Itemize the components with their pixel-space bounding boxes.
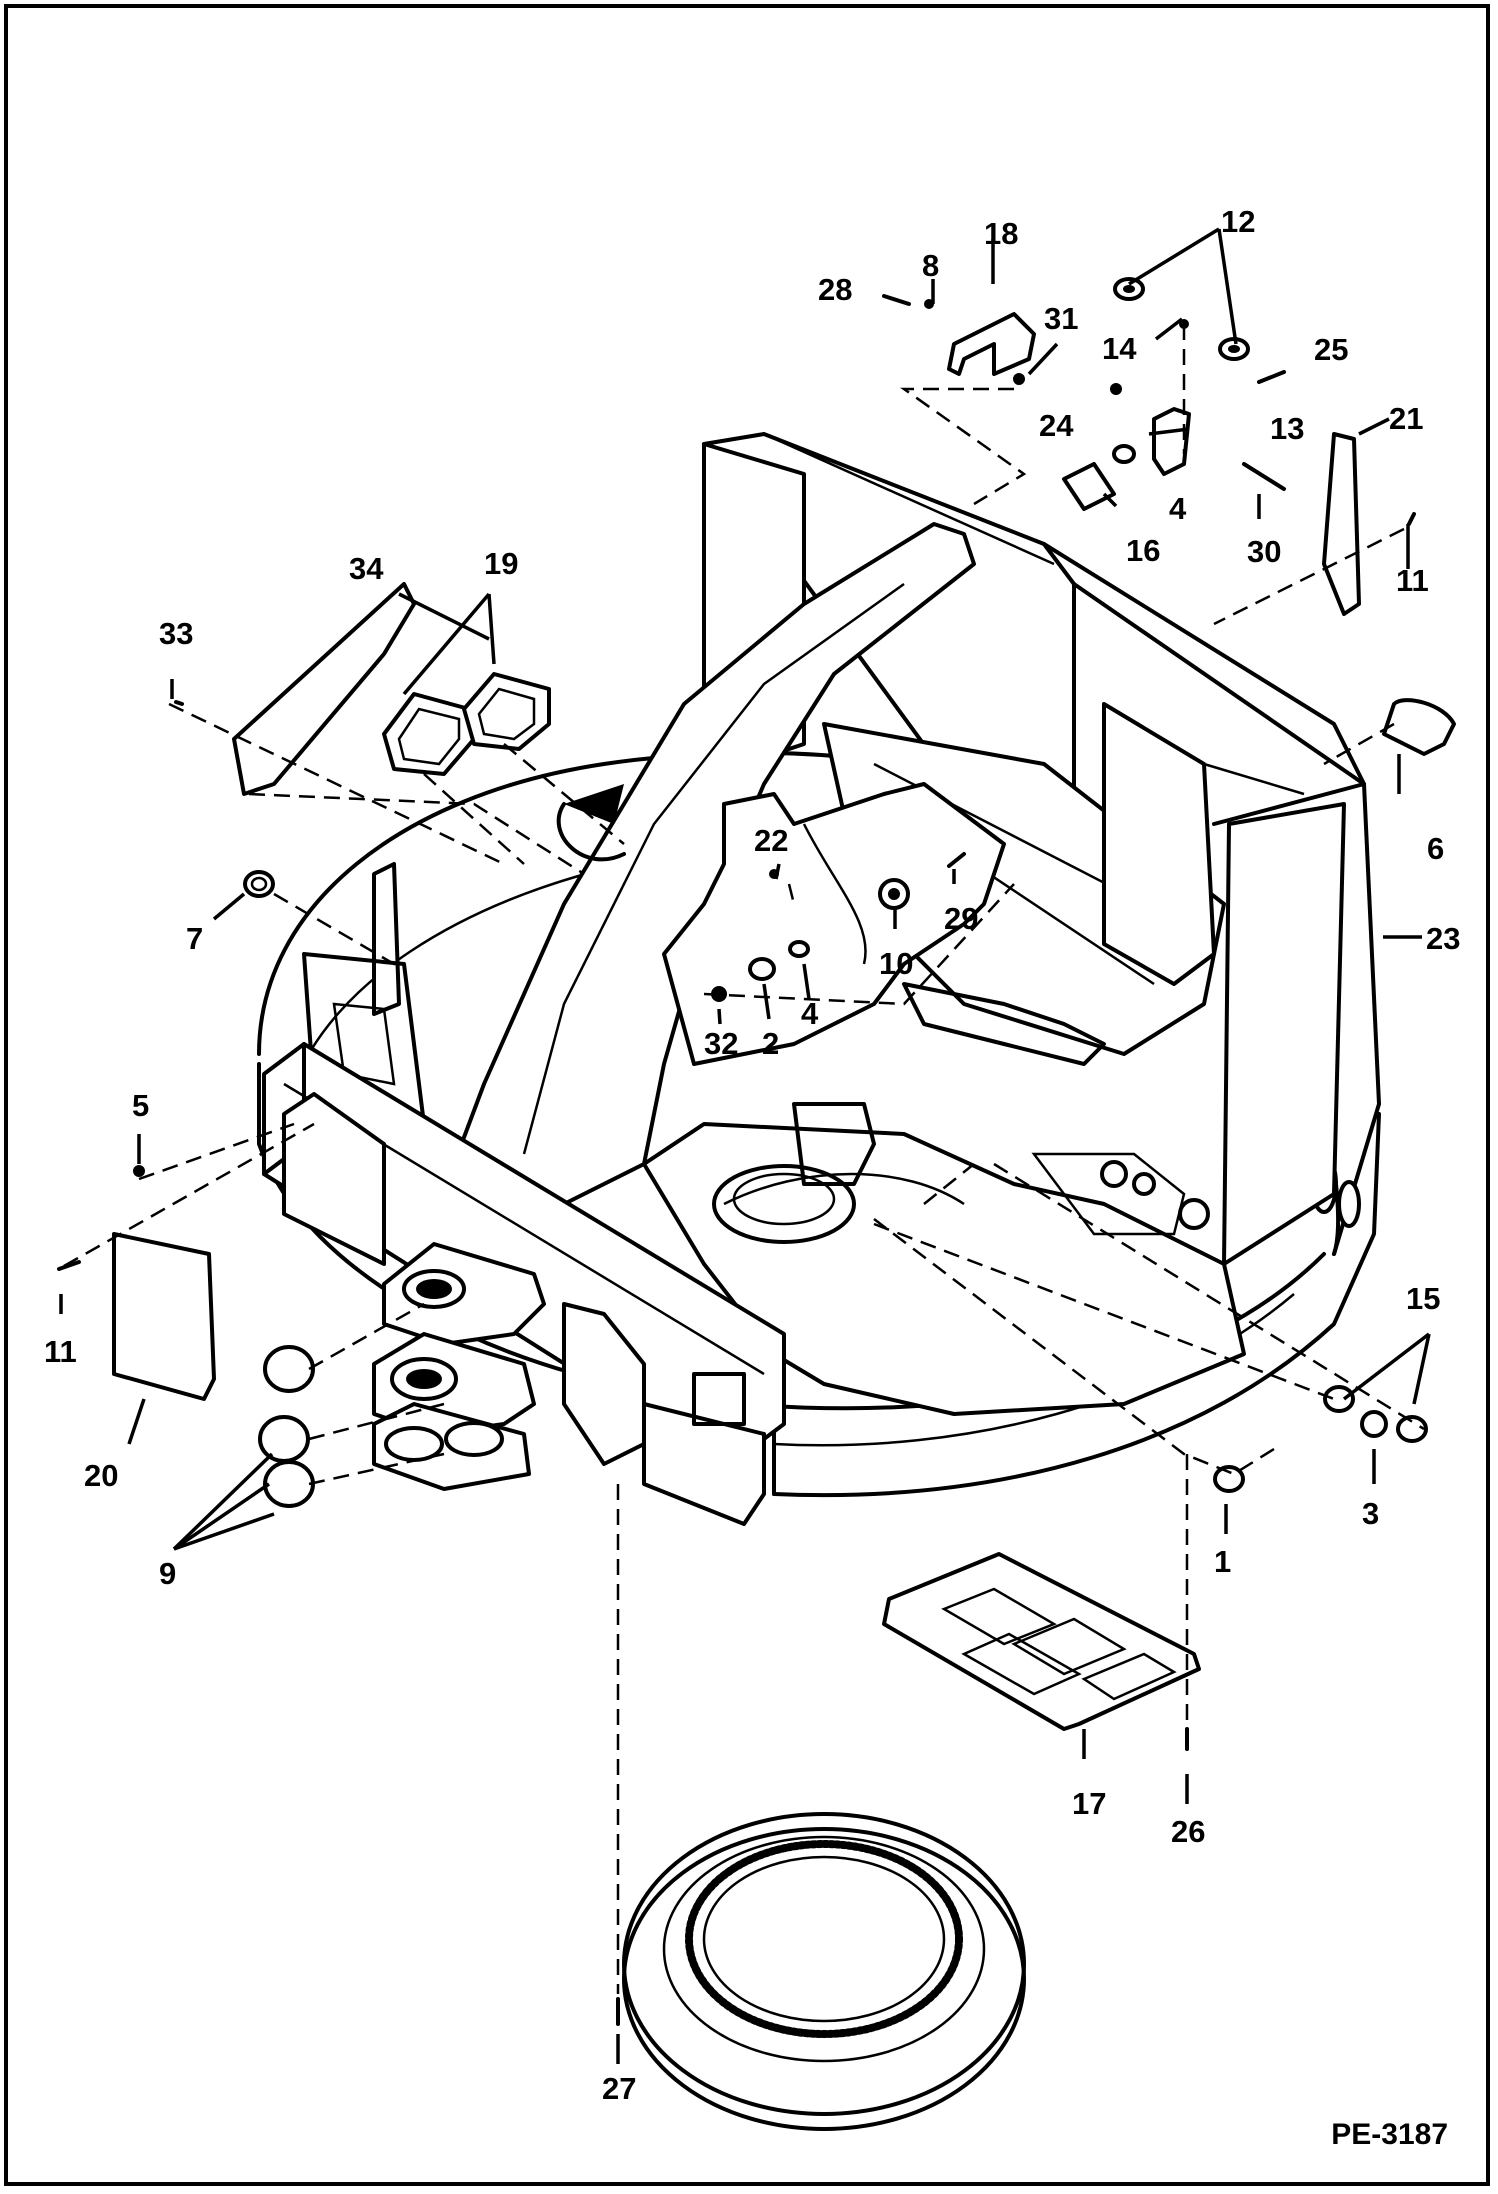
callout-16: 16 [1126, 533, 1160, 568]
bottom-cover-plate [882, 1552, 1201, 1731]
callout-28: 28 [818, 272, 852, 307]
callout-34: 34 [349, 551, 384, 586]
figure-id: PE-3187 [1331, 2118, 1448, 2151]
alignment-lines [63, 324, 1425, 1994]
small-parts [57, 277, 1456, 2026]
callout-5: 5 [132, 1088, 149, 1123]
callout-2: 2 [762, 1026, 779, 1061]
callout-6: 6 [1427, 831, 1444, 866]
slewing-ring [622, 1812, 1026, 2131]
callout-11a: 11 [1396, 563, 1429, 598]
callout-13: 13 [1270, 411, 1304, 446]
callout-22: 22 [754, 823, 788, 858]
callout-29: 29 [944, 901, 978, 936]
callout-labels: 1 2 3 4 4 5 6 7 8 9 10 11 11 12 13 14 15… [44, 204, 1460, 2106]
leader-lines [59, 227, 1431, 2064]
upper-frame-body [257, 432, 1381, 1498]
callout-32: 32 [704, 1026, 738, 1061]
callout-8: 8 [922, 248, 939, 283]
callout-11b: 11 [44, 1334, 77, 1369]
callout-3: 3 [1362, 1496, 1379, 1531]
callout-30: 30 [1247, 534, 1281, 569]
callout-4b: 4 [801, 996, 819, 1031]
callout-1: 1 [1214, 1544, 1231, 1579]
callout-21: 21 [1389, 401, 1423, 436]
callout-17: 17 [1072, 1786, 1106, 1821]
exploded-parts-diagram: 1 2 3 4 4 5 6 7 8 9 10 11 11 12 13 14 15… [44, 204, 1460, 2131]
callout-7: 7 [186, 921, 203, 956]
callout-31: 31 [1044, 301, 1078, 336]
callout-19: 19 [484, 546, 518, 581]
callout-33: 33 [159, 616, 193, 651]
callout-15: 15 [1406, 1281, 1440, 1316]
callout-10: 10 [879, 946, 913, 981]
front-swing-beam [262, 1042, 786, 1526]
callout-25: 25 [1314, 332, 1348, 367]
callout-12: 12 [1221, 204, 1255, 239]
callout-26: 26 [1171, 1814, 1205, 1849]
diagram-frame: 1 2 3 4 4 5 6 7 8 9 10 11 11 12 13 14 15… [4, 4, 1490, 2186]
callout-14: 14 [1102, 331, 1137, 366]
callout-24: 24 [1039, 408, 1074, 443]
callout-20: 20 [84, 1458, 118, 1493]
callout-23: 23 [1426, 921, 1460, 956]
callout-18: 18 [984, 216, 1018, 251]
callout-27: 27 [602, 2071, 636, 2106]
callout-4a: 4 [1169, 491, 1187, 526]
callout-9: 9 [159, 1556, 176, 1591]
